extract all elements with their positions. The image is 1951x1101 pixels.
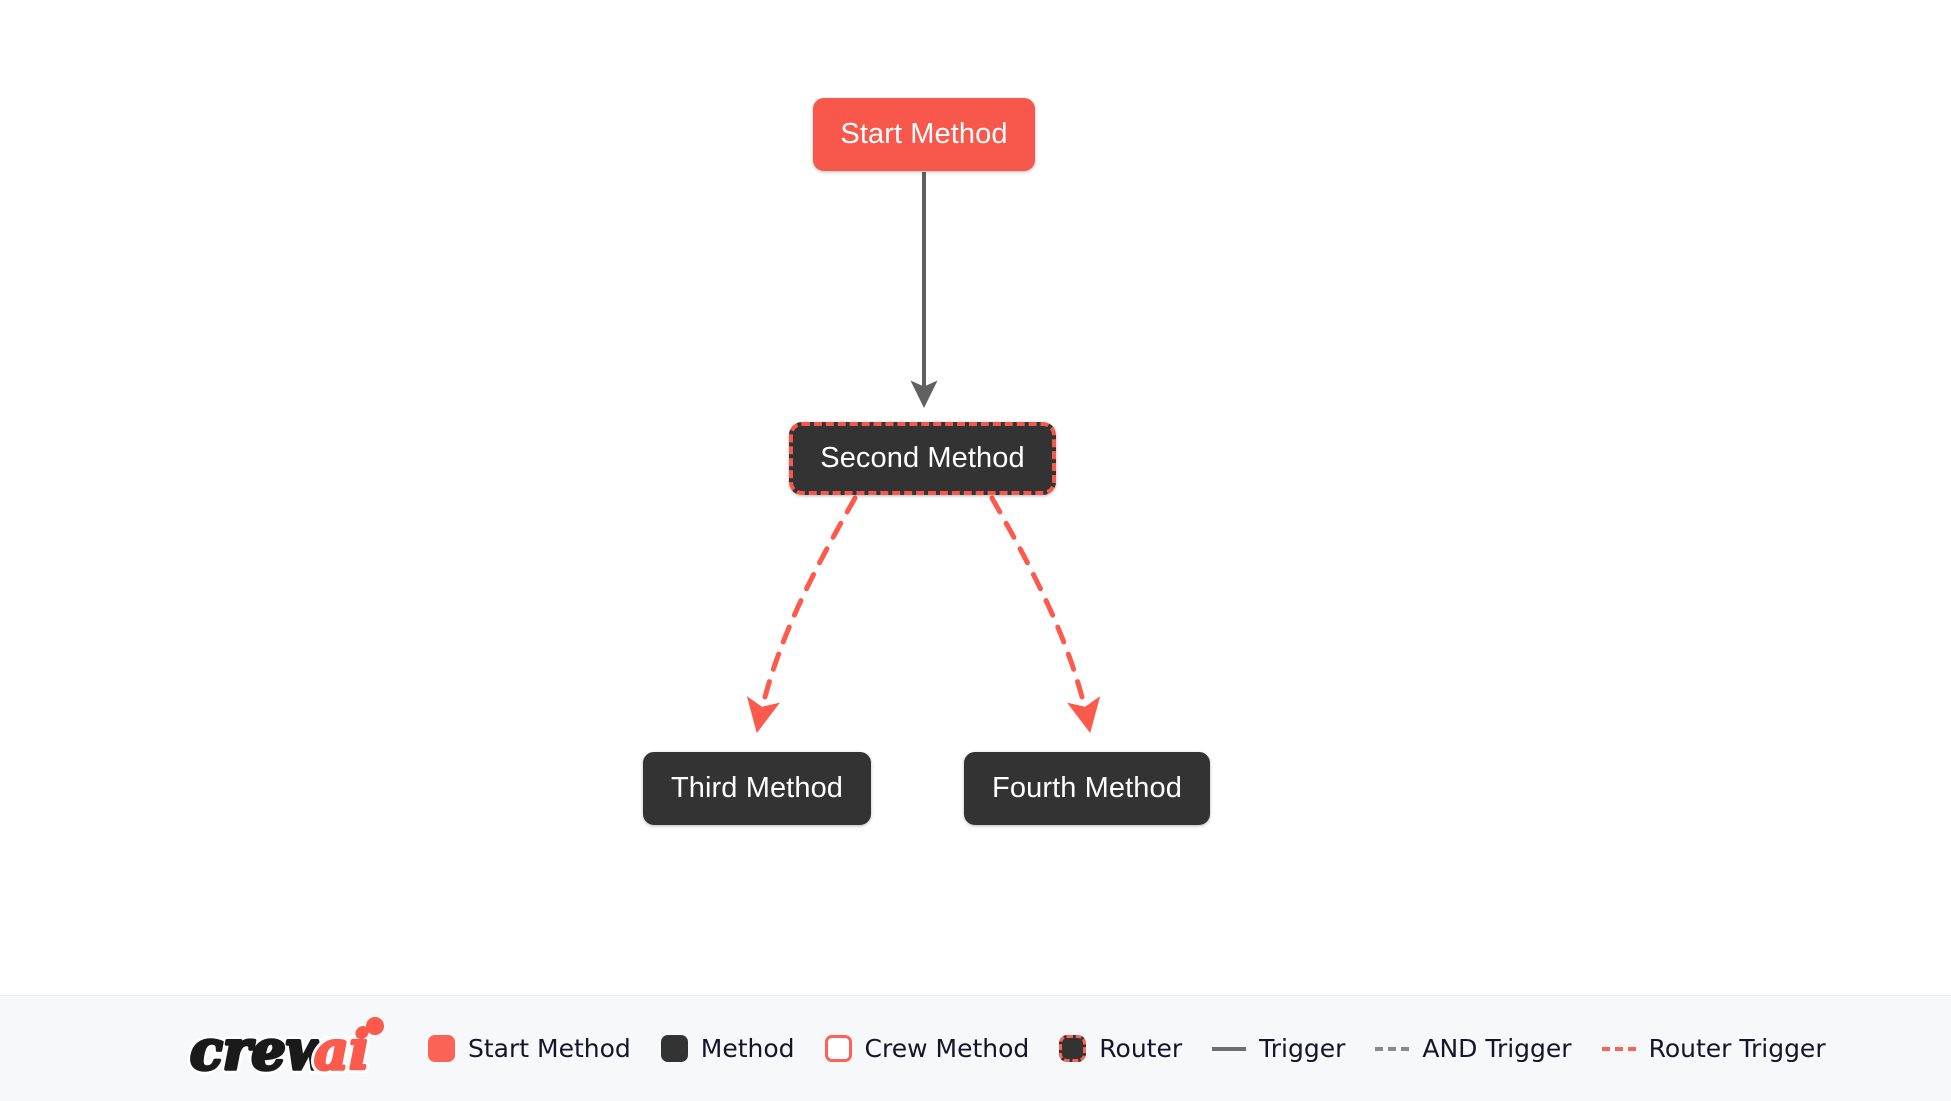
legend-item-label: Router Trigger	[1648, 1034, 1826, 1063]
dashed-red-line-icon	[1601, 1046, 1636, 1051]
legend-item-label: AND Trigger	[1422, 1034, 1572, 1063]
legend-item-router: Router	[1059, 1035, 1182, 1062]
flow-node-label: Second Method	[820, 442, 1025, 474]
method-swatch-icon	[660, 1035, 688, 1062]
legend-item-trigger: Trigger	[1212, 1036, 1345, 1061]
router-swatch-icon	[1059, 1035, 1087, 1062]
legend-item-label: Router	[1099, 1034, 1183, 1063]
legend-bar: crew crew ai ai Start Method Method Crew…	[0, 995, 1951, 1101]
legend-item-label: Crew Method	[864, 1034, 1030, 1063]
flow-node-start-method[interactable]: Start Method	[813, 98, 1035, 171]
flow-canvas[interactable]: Start Method Second Method Third Method …	[0, 0, 1951, 995]
legend-item-start-method: Start Method	[428, 1035, 631, 1062]
legend-item-method: Method	[660, 1034, 795, 1063]
flow-node-third-method[interactable]: Third Method	[643, 752, 871, 825]
start-method-swatch-icon	[428, 1035, 455, 1062]
flow-node-second-method[interactable]: Second Method	[789, 422, 1056, 495]
crewai-logo: crew crew ai ai	[186, 1011, 398, 1087]
svg-text:ai: ai	[314, 1018, 370, 1082]
svg-text:crew: crew	[190, 1018, 335, 1082]
legend-item-label: Method	[700, 1034, 795, 1063]
crew-method-swatch-icon	[824, 1035, 852, 1062]
flow-node-fourth-method[interactable]: Fourth Method	[964, 752, 1210, 825]
legend-item-label: Start Method	[468, 1034, 631, 1063]
edge-second-to-fourth	[989, 495, 1101, 734]
legend-item-router-trigger: Router Trigger	[1601, 1034, 1826, 1063]
svg-text:crew: crew	[190, 1018, 335, 1082]
flow-node-label: Start Method	[840, 118, 1008, 150]
legend-item-label: Trigger	[1259, 1034, 1346, 1063]
flow-edges-layer	[746, 172, 1101, 734]
flow-node-label: Third Method	[670, 772, 844, 804]
solid-line-icon	[1212, 1046, 1247, 1051]
legend-item-crew-method: Crew Method	[824, 1034, 1030, 1063]
edge-second-to-third	[746, 495, 858, 734]
legend-items: Start Method Method Crew Method Router T…	[428, 1035, 1826, 1062]
flow-node-label: Fourth Method	[992, 772, 1182, 804]
svg-text:ai: ai	[314, 1018, 370, 1082]
legend-item-and-trigger: AND Trigger	[1375, 1034, 1572, 1063]
dashed-line-icon	[1375, 1046, 1410, 1051]
